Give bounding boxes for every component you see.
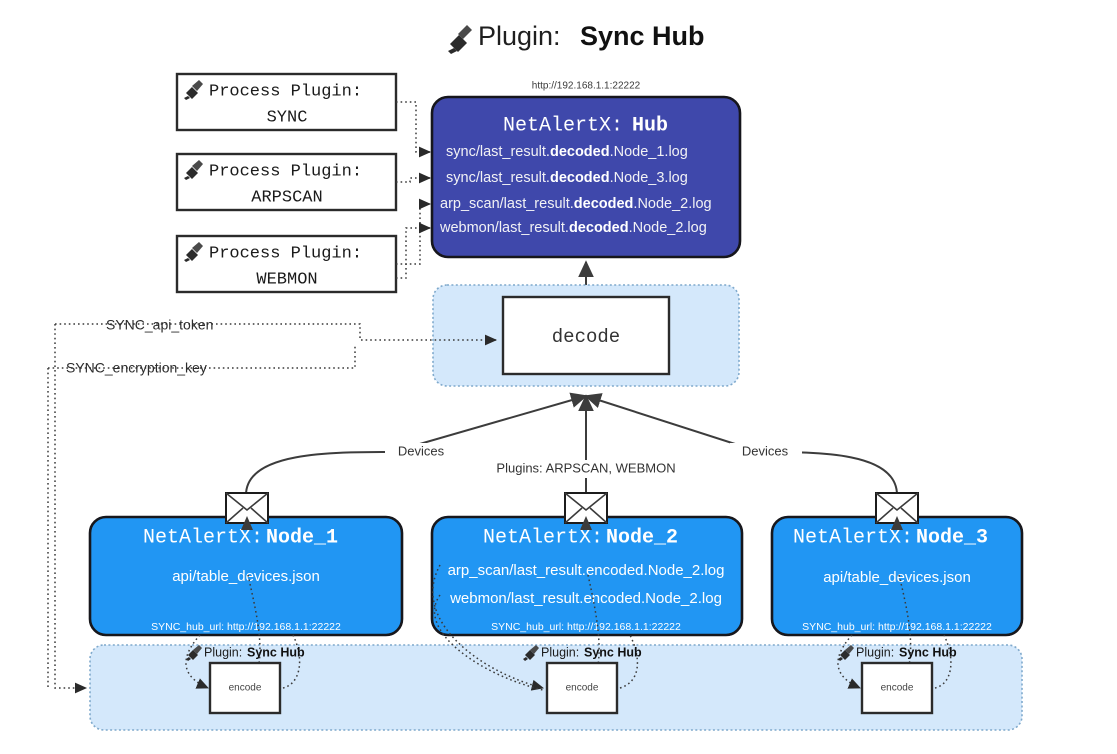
hub-log-pre: arp_scan/last_result. xyxy=(440,196,574,212)
process-plugin-label: Process Plugin: xyxy=(209,244,362,263)
node-title-name: Node_2 xyxy=(606,526,678,549)
node-title-prefix: NetAlertX: xyxy=(483,526,603,549)
envelope-icon xyxy=(875,492,919,530)
process-plugin-arpscan[interactable]: Process Plugin: ARPSCAN xyxy=(175,152,398,212)
encoder-3[interactable]: Plugin: Sync Hub encode xyxy=(838,645,957,715)
decode-label: decode xyxy=(552,326,620,348)
setting-encryption-key-label: SYNC_encryption_key xyxy=(66,360,207,376)
hub-log-row: webmon/last_result.decoded.Node_2.log xyxy=(439,220,707,236)
encoder-plugin-prefix: Plugin: xyxy=(856,645,894,659)
hub-log-pre: sync/last_result. xyxy=(446,170,550,186)
node-title-prefix: NetAlertX: xyxy=(143,526,263,549)
encode-label: encode xyxy=(229,683,262,694)
node-log-line: api/table_devices.json xyxy=(823,569,971,586)
hub-log-row: sync/last_result.decoded.Node_3.log xyxy=(446,170,688,186)
hub-url-label: http://192.168.1.1:22222 xyxy=(532,81,641,92)
encode-label: encode xyxy=(881,683,914,694)
process-plugin-name: WEBMON xyxy=(256,270,317,289)
node-hub-url: SYNC_hub_url: http://192.168.1.1:22222 xyxy=(151,621,341,633)
encoder-plugin-name: Sync Hub xyxy=(899,645,957,659)
node-hub-url: SYNC_hub_url: http://192.168.1.1:22222 xyxy=(802,621,992,633)
node-log-line: webmon/last_result.encoded.Node_2.log xyxy=(449,590,722,607)
plug-icon xyxy=(838,645,854,661)
hub-title-name: Hub xyxy=(632,114,668,137)
hub-log-pre: sync/last_result. xyxy=(446,144,550,160)
svg-text:sync/last_result.decoded.Node_: sync/last_result.decoded.Node_3.log xyxy=(446,170,688,186)
hub-log-post: .Node_2.log xyxy=(633,196,711,212)
process-plugin-sync[interactable]: Process Plugin: SYNC xyxy=(175,72,398,132)
process-plugin-label: Process Plugin: xyxy=(209,162,362,181)
encoder-2[interactable]: Plugin: Sync Hub encode xyxy=(523,645,642,715)
node-box-2[interactable]: NetAlertX: Node_2 arp_scan/last_result.e… xyxy=(430,515,744,637)
edge-label-plugins-center: Plugins: ARPSCAN, WEBMON xyxy=(496,460,675,475)
encode-label: encode xyxy=(566,683,599,694)
node-log-line: api/table_devices.json xyxy=(172,568,320,585)
process-plugin-name: ARPSCAN xyxy=(251,188,322,207)
node-box-1[interactable]: NetAlertX: Node_1 api/table_devices.json… xyxy=(88,515,404,637)
node-log-line: arp_scan/last_result.encoded.Node_2.log xyxy=(448,562,725,579)
plug-icon xyxy=(184,160,203,180)
page-title-name: Sync Hub xyxy=(580,21,705,51)
encoder-plugin-name: Sync Hub xyxy=(247,645,305,659)
encoder-1[interactable]: Plugin: Sync Hub encode xyxy=(186,645,305,715)
edge-label-devices-right: Devices xyxy=(742,443,789,458)
svg-text:sync/last_result.decoded.Node_: sync/last_result.decoded.Node_1.log xyxy=(446,144,688,160)
envelope-icon xyxy=(564,492,608,530)
decode-panel: decode xyxy=(432,284,740,387)
plug-icon xyxy=(523,645,539,661)
plug-icon xyxy=(184,80,203,100)
hub-log-post: .Node_1.log xyxy=(610,144,688,160)
process-plugin-name: SYNC xyxy=(267,108,308,127)
hub-title-prefix: NetAlertX: xyxy=(503,114,623,137)
plugin-to-hub-connectors xyxy=(396,101,432,279)
hub-log-bold: decoded xyxy=(569,220,629,236)
svg-text:arp_scan/last_result.decoded.N: arp_scan/last_result.decoded.Node_2.log xyxy=(440,196,712,212)
hub-log-row: arp_scan/last_result.decoded.Node_2.log xyxy=(440,196,712,212)
hub-log-bold: decoded xyxy=(550,170,610,186)
process-plugin-webmon[interactable]: Process Plugin: WEBMON xyxy=(175,234,398,294)
plug-icon xyxy=(184,242,203,262)
settings-routes: SYNC_api_token SYNC_encryption_key xyxy=(47,317,498,694)
node-box-3[interactable]: NetAlertX: Node_3 api/table_devices.json… xyxy=(770,515,1024,637)
hub-log-row: sync/last_result.decoded.Node_1.log xyxy=(446,144,688,160)
svg-text:webmon/last_result.decoded.Nod: webmon/last_result.decoded.Node_2.log xyxy=(439,220,707,236)
plug-icon xyxy=(448,25,472,54)
node-to-decode-edges: Devices Devices Plugins: ARPSCAN, WEBMON xyxy=(245,392,898,496)
envelope-icon xyxy=(225,492,269,530)
hub-log-pre: webmon/last_result. xyxy=(439,220,569,236)
page-title-prefix: Plugin: xyxy=(478,21,561,51)
hub-box[interactable]: NetAlertX: Hub sync/last_result.decoded.… xyxy=(430,95,742,259)
page-title: Plugin: Sync Hub xyxy=(448,21,705,54)
setting-api-token-label: SYNC_api_token xyxy=(106,317,213,333)
decode-box[interactable] xyxy=(501,295,671,376)
hub-log-post: .Node_3.log xyxy=(610,170,688,186)
node-title-name: Node_3 xyxy=(916,526,988,549)
hub-log-bold: decoded xyxy=(550,144,610,160)
hub-log-post: .Node_2.log xyxy=(629,220,707,236)
encoder-plugin-prefix: Plugin: xyxy=(541,645,579,659)
encoder-plugin-prefix: Plugin: xyxy=(204,645,242,659)
encoder-plugin-name: Sync Hub xyxy=(584,645,642,659)
process-plugin-label: Process Plugin: xyxy=(209,82,362,101)
hub-log-bold: decoded xyxy=(574,196,634,212)
node-hub-url: SYNC_hub_url: http://192.168.1.1:22222 xyxy=(491,621,681,633)
node-title-name: Node_1 xyxy=(266,526,338,549)
node-title-prefix: NetAlertX: xyxy=(793,526,913,549)
edge-label-devices-left: Devices xyxy=(398,443,445,458)
plug-icon xyxy=(186,645,202,661)
